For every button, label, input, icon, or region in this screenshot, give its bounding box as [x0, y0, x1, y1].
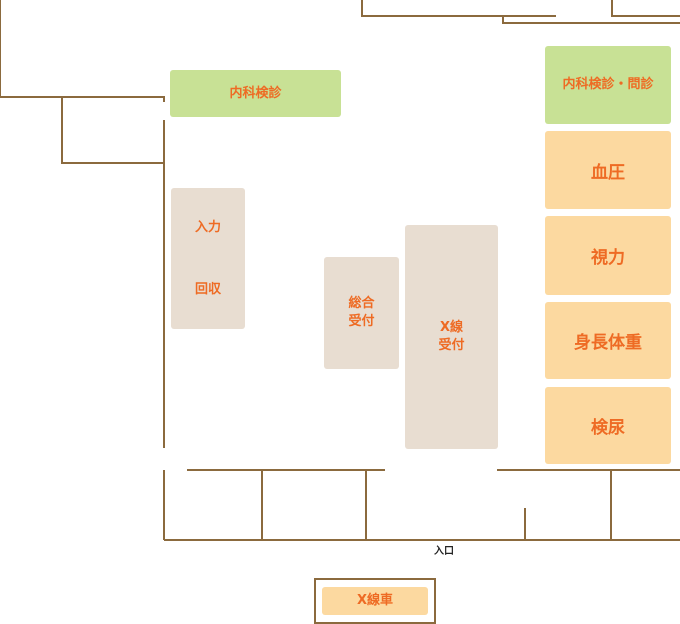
room-blood-pressure: 血圧	[545, 131, 671, 209]
room-urinalysis-label: 検尿	[591, 418, 625, 438]
room-internal-exam-label: 内科検診	[229, 85, 282, 101]
room-general-reception: 総合 受付	[324, 257, 399, 369]
room-internal-exam: 内科検診	[170, 70, 341, 117]
room-urinalysis: 検尿	[545, 387, 671, 464]
room-internal-exam-interview: 内科検診・問診	[545, 46, 671, 124]
room-xray-reception-label-1: X線	[439, 320, 464, 335]
room-collection-label: 回収	[194, 281, 221, 297]
room-height-weight: 身長体重	[545, 302, 671, 379]
room-input-label: 入力	[194, 219, 221, 235]
room-vision: 視力	[545, 216, 671, 295]
entrance-label: 入口	[433, 542, 455, 557]
room-xray-vehicle: X線車	[322, 587, 428, 615]
room-height-weight-label: 身長体重	[574, 333, 642, 353]
room-blood-pressure-label: 血圧	[591, 162, 625, 183]
room-xray-vehicle-label: X線車	[356, 593, 394, 608]
room-general-reception-label-2: 受付	[348, 314, 375, 329]
room-input-collection: 入力 回収	[171, 188, 245, 329]
room-xray-reception-label-2: 受付	[438, 338, 465, 353]
room-vision-label: 視力	[591, 248, 625, 268]
xray-vehicle-frame: X線車	[314, 578, 436, 624]
room-general-reception-label-1: 総合	[348, 296, 375, 311]
room-xray-reception: X線 受付	[405, 225, 498, 449]
room-internal-exam-interview-label: 内科検診・問診	[562, 77, 654, 92]
